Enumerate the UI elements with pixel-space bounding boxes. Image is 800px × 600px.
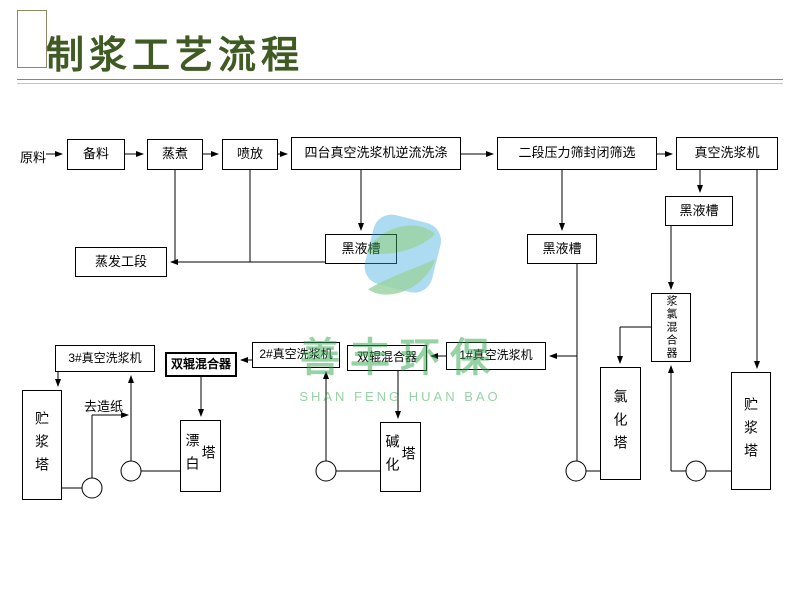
node-roll-mixer-1: 双辊混合器 [165, 352, 237, 377]
node-storage-tower-right: 贮浆塔 [731, 372, 771, 490]
node-pressure-screen: 二段压力筛封闭筛选 [497, 137, 657, 170]
node-four-vacuum-washers: 四台真空洗浆机逆流洗涤 [291, 137, 461, 170]
pump-symbol [120, 460, 142, 482]
node-washer-1: 1#真空洗浆机 [446, 342, 546, 370]
corner-ornament [17, 10, 47, 68]
node-pulp-chlorine-mixer: 浆氯混合器 [651, 293, 691, 362]
node-vacuum-washer: 真空洗浆机 [676, 137, 778, 170]
node-material-prep: 备料 [67, 139, 125, 170]
node-storage-tower-left: 贮浆塔 [22, 390, 62, 500]
title-underline [17, 79, 783, 80]
node-black-liquor-tank-1: 黑液槽 [665, 196, 733, 226]
node-black-liquor-tank-3: 黑液槽 [325, 234, 397, 264]
node-washer-3: 3#真空洗浆机 [55, 345, 155, 372]
node-cooking: 蒸煮 [147, 139, 203, 170]
node-chlorination-tower: 氯化塔 [600, 367, 641, 480]
label-to-papermaking: 去造纸 [84, 399, 124, 414]
node-blow: 喷放 [222, 139, 278, 170]
pump-symbol [685, 460, 707, 482]
node-alkali-tower: 碱化塔 [380, 422, 421, 492]
node-black-liquor-tank-2: 黑液槽 [527, 234, 597, 264]
pump-symbol [81, 477, 103, 499]
node-washer-2: 2#真空洗浆机 [252, 342, 340, 368]
label-raw-material: 原料 [20, 150, 47, 165]
node-roll-mixer-2: 双辊混合器 [347, 345, 427, 371]
title-underline-secondary [17, 83, 783, 84]
pump-symbol [315, 460, 337, 482]
node-bleach-tower: 漂白塔 [180, 420, 221, 492]
pump-symbol [565, 460, 587, 482]
node-evaporation-section: 蒸发工段 [75, 247, 167, 277]
page-title: 制浆工艺流程 [46, 35, 305, 77]
